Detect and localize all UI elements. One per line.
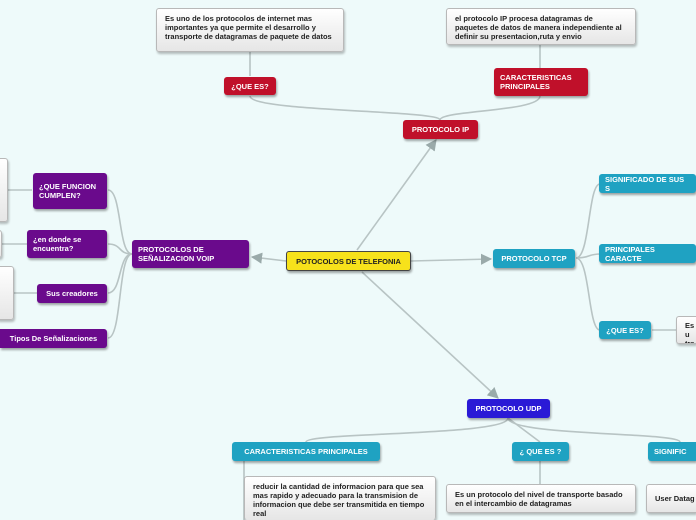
ip-topic[interactable]: PROTOCOLO IP <box>403 120 478 139</box>
voip-donde[interactable]: ¿en donde se encuentra? <box>27 230 107 258</box>
ip-caracteristicas-note[interactable]: el protocolo IP procesa datagramas de pa… <box>446 8 636 45</box>
edge-udp-signif <box>507 417 681 443</box>
center-topic[interactable]: POTOCOLOS DE TELEFONIA <box>286 251 411 271</box>
ip-que-es[interactable]: ¿QUE ES? <box>224 77 276 95</box>
edge-udp-queEs <box>507 417 541 443</box>
udp-caracteristicas[interactable]: CARACTERISTICAS PRINCIPALES <box>232 442 380 461</box>
voip-topic[interactable]: PROTOCOLOS DE SEÑALIZACION VOIP <box>132 240 249 268</box>
edge-ip-caract <box>439 95 541 121</box>
edge-voip-tipos <box>107 253 133 339</box>
edge-tcp-queEs <box>575 257 601 331</box>
edge-ip-queEs <box>249 95 441 121</box>
voip-donde-note[interactable] <box>0 230 2 258</box>
edge-tcp-signif <box>575 183 601 259</box>
tcp-que-es-note[interactable]: Es u tra <box>676 316 696 344</box>
edge-center-ip <box>356 139 437 251</box>
edge-voip-donde <box>107 243 133 255</box>
tcp-topic[interactable]: PROTOCOLO TCP <box>493 249 575 268</box>
tcp-que-es[interactable]: ¿QUE ES? <box>599 321 651 339</box>
udp-significado[interactable]: SIGNIFIC <box>648 442 696 461</box>
udp-que-es[interactable]: ¿ QUE ES ? <box>512 442 569 461</box>
udp-topic[interactable]: PROTOCOLO UDP <box>467 399 550 418</box>
edge-voip-creadores <box>107 253 133 294</box>
edge-voip-funcion <box>107 189 133 255</box>
voip-creadores[interactable]: Sus creadores <box>37 284 107 303</box>
edge-udp-caract <box>305 417 509 443</box>
voip-tipos[interactable]: Tipos De Señalizaciones <box>0 329 107 348</box>
voip-funcion-note[interactable] <box>0 158 8 222</box>
udp-significado-note[interactable]: User Datag <box>646 484 696 513</box>
ip-que-es-note[interactable]: Es uno de los protocolos de internet mas… <box>156 8 344 52</box>
ip-caracteristicas[interactable]: CARACTERISTICAS PRINCIPALES <box>494 68 588 96</box>
voip-creadores-note[interactable] <box>0 266 14 320</box>
udp-que-es-note[interactable]: Es un protocolo del nivel de transporte … <box>446 484 636 513</box>
edge-center-udp <box>361 271 499 399</box>
voip-funcion[interactable]: ¿QUE FUNCION CUMPLEN? <box>33 173 107 209</box>
udp-caracteristicas-note[interactable]: reducir la cantidad de informacion para … <box>244 476 436 520</box>
tcp-caracteristicas[interactable]: PRINCIPALES CARACTE <box>599 244 696 263</box>
edge-center-voip <box>250 252 287 264</box>
edge-tcp-caract <box>575 253 601 259</box>
tcp-significado[interactable]: SIGNIFICADO DE SUS S <box>599 174 696 193</box>
edge-center-tcp <box>410 253 493 265</box>
